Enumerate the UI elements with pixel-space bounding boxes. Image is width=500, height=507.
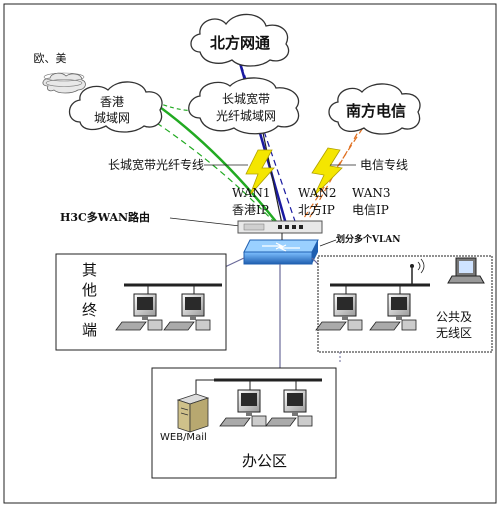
- cloud-south: [328, 83, 421, 135]
- public-label-1: 公共及: [436, 310, 472, 324]
- hk-cloud-label-1: 香港: [100, 95, 124, 109]
- office-label: 办公区: [242, 452, 287, 470]
- wan3-ip-label: 电信IP: [352, 203, 389, 217]
- gw-router-link: [261, 127, 283, 225]
- office-pc-2-icon: [265, 389, 313, 427]
- outer-frame: [3, 3, 497, 504]
- vlan-label: 划分多个VLAN: [336, 233, 401, 245]
- wan3-label: WAN3: [352, 186, 391, 200]
- public-pc-2-icon: [369, 293, 417, 331]
- switch-device: [243, 239, 319, 265]
- cloud-hk: [68, 81, 163, 133]
- wireless-signal-icon: [417, 258, 425, 274]
- router-label: H3C多WAN路由: [60, 210, 150, 224]
- cloud-euro-us: [42, 72, 86, 94]
- north-cloud-label: 北方网通: [210, 34, 270, 52]
- cloud-great-wall: [188, 77, 300, 135]
- wan1-ip-label: 香港IP: [232, 203, 269, 217]
- lightning-bolt-right: [311, 147, 343, 197]
- cloud-north: [190, 13, 290, 67]
- public-label-2: 无线区: [436, 326, 472, 340]
- lightning-bolt-left: [245, 149, 275, 196]
- server-label: WEB/Mail: [160, 432, 207, 443]
- great-wall-cloud-label-1: 长城宽带: [222, 91, 270, 106]
- euro-us-label: 欧、美: [34, 52, 67, 65]
- public-pc-1-icon: [315, 293, 363, 331]
- wan2-ip-label: 北方IP: [298, 202, 335, 217]
- other-pc-1-icon: [115, 293, 163, 331]
- router-device: [237, 220, 323, 234]
- hk-link-solid: [149, 98, 279, 225]
- wan2-label: WAN2: [298, 186, 337, 200]
- other-terminals-char-2: 他: [82, 281, 97, 299]
- server-drop: [195, 379, 214, 396]
- other-pc-2-icon: [163, 293, 211, 331]
- gw-fiber-label: 长城宽带光纤专线: [108, 157, 204, 172]
- south-link-dashed-2: [305, 124, 363, 225]
- hk-cloud-label-2: 城域网: [94, 111, 130, 125]
- south-cloud-label: 南方电信: [346, 102, 406, 120]
- great-wall-cloud-label-2: 光纤城域网: [216, 109, 276, 123]
- vlan-leader: [319, 239, 337, 247]
- other-terminals-char-4: 端: [82, 321, 97, 339]
- other-terminals-char-1: 其: [82, 261, 97, 279]
- router-leader: [169, 217, 241, 227]
- wan1-label: WAN1: [232, 186, 271, 200]
- office-pc-1-icon: [219, 389, 267, 427]
- other-terminals-char-3: 终: [82, 301, 97, 319]
- telecom-label: 电信专线: [360, 157, 408, 172]
- wireless-antenna-tip: [410, 264, 414, 268]
- laptop-icon: [447, 257, 485, 284]
- server-icon: [176, 393, 210, 433]
